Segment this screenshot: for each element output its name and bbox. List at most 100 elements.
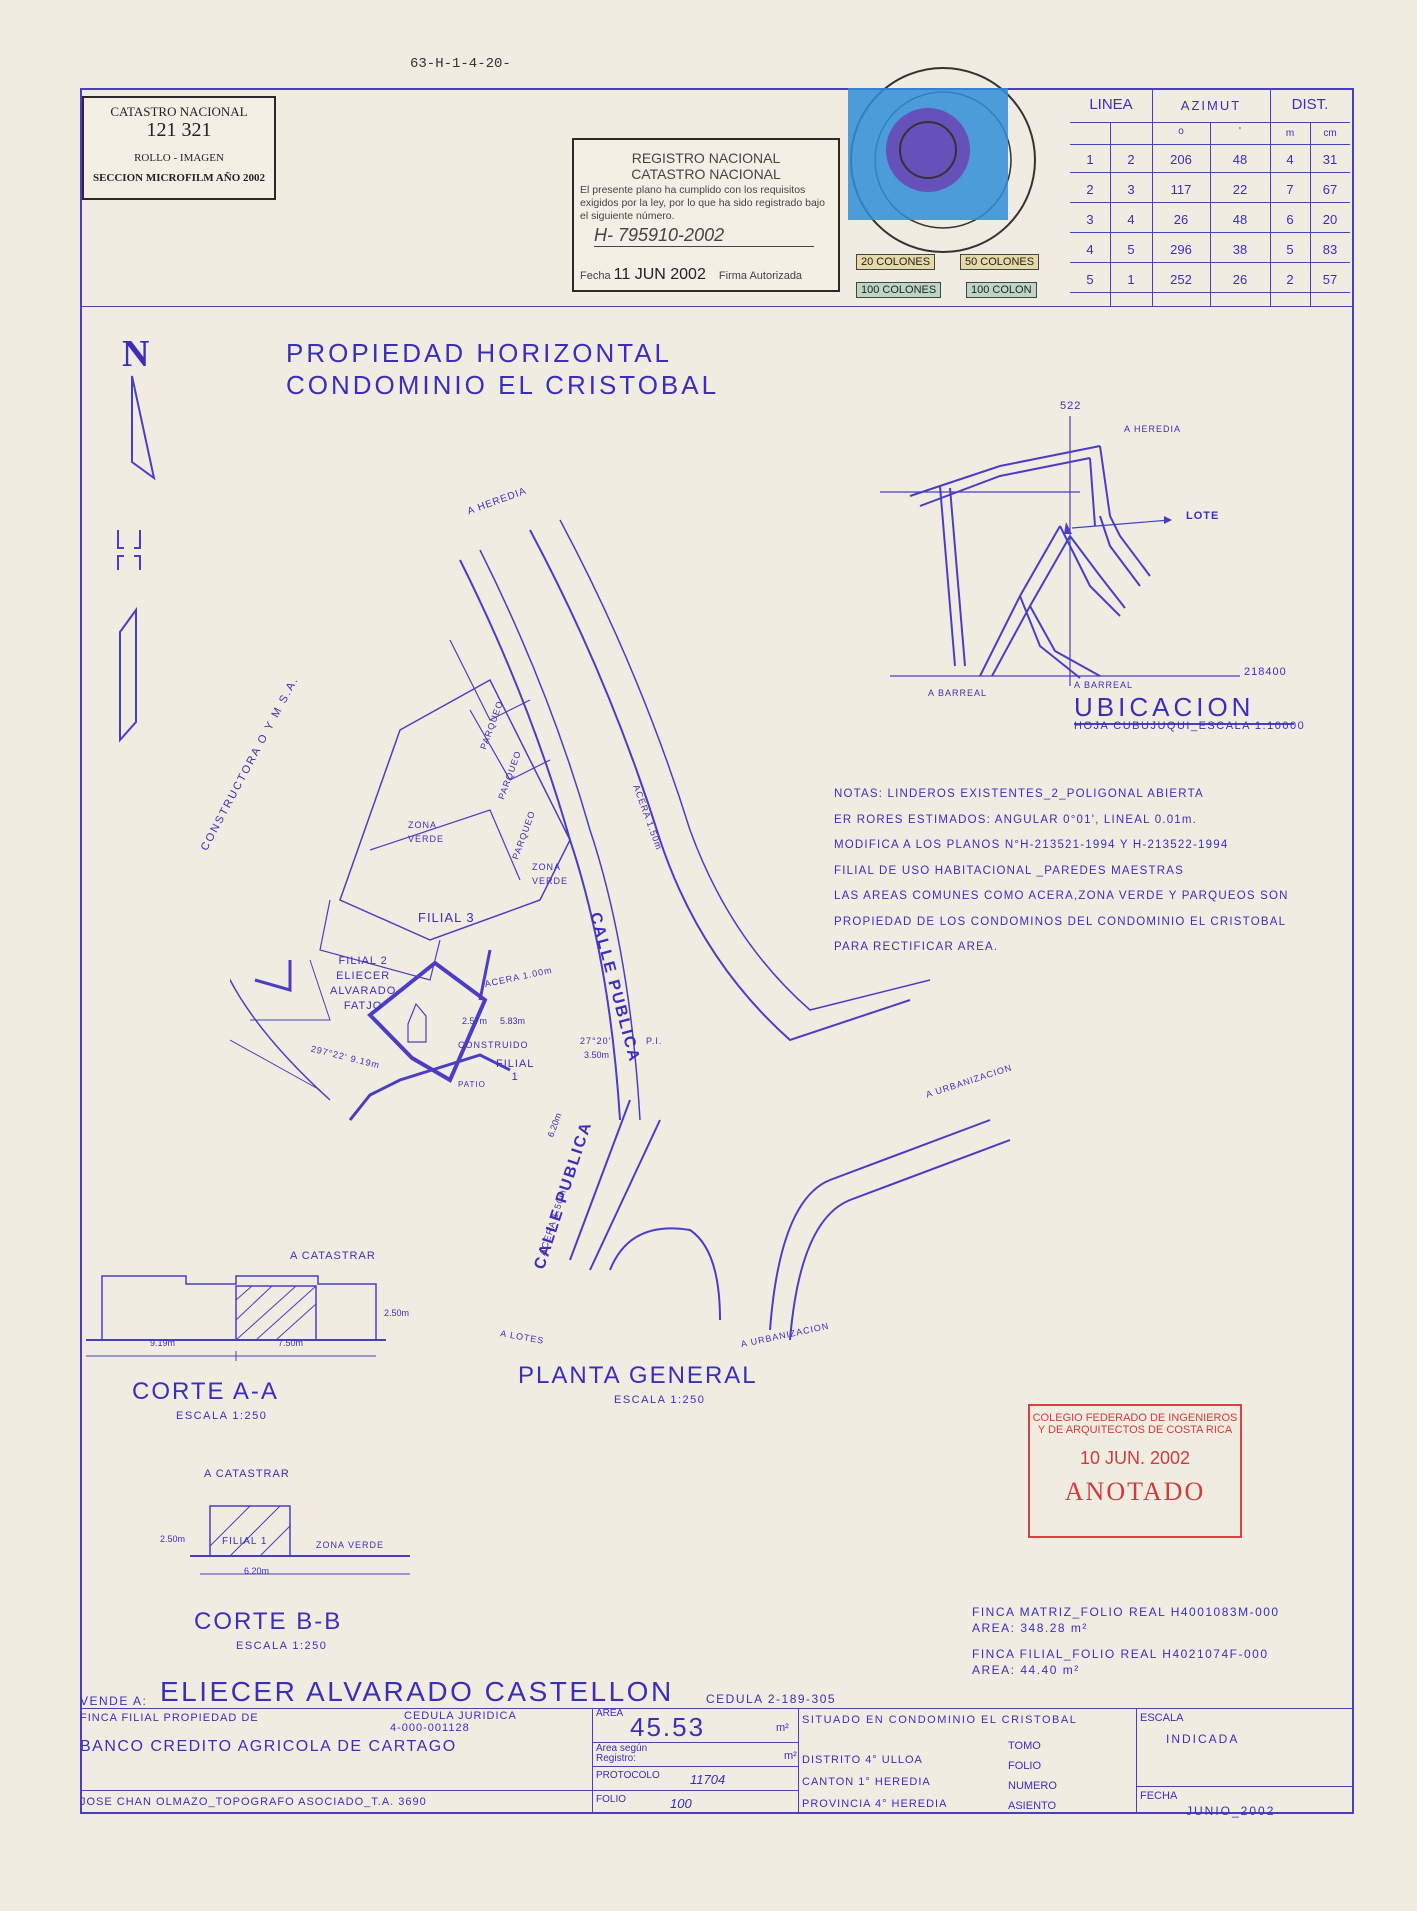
footer-tomo: TOMO [1008,1740,1041,1752]
table-sub-m: m [1285,128,1295,139]
footer-escala-label: ESCALA [1140,1712,1184,1724]
filial2-line: ALVARADO [330,985,397,997]
timbre-2: 50 COLONES [960,254,1040,270]
table-cell: 7 [1286,182,1294,197]
table-header-linea: LINEA [1089,96,1133,113]
corte-aa-w1: 9.19m [150,1338,176,1348]
north-letter: N [122,333,150,375]
plan-zona-verde-2: ZONA VERDE [532,862,569,886]
registro-fecha-label: Fecha [580,270,611,282]
footer-owner: BANCO CREDITO AGRICOLA DE CARTAGO [80,1738,457,1755]
table-cell: 26 [1232,272,1248,287]
filial2-line: ELIECER [336,970,391,982]
nota-line: PARA RECTIFICAR AREA. [834,941,999,953]
colegio-status: ANOTADO [1064,1477,1206,1506]
table-cell: 31 [1322,152,1338,167]
table-cell: 83 [1322,242,1338,257]
title-propiedad: PROPIEDAD HORIZONTAL [286,338,673,368]
site-plan-drawing [230,519,1011,1341]
finca-filial-area: AREA: 44.40 m² [972,1663,1080,1677]
corte-bb-escala: ESCALA 1:250 [236,1640,328,1652]
ubicacion-title: UBICACION [1074,692,1295,725]
corte-aa-w2: 7.50m [278,1338,304,1348]
ubicacion-a-heredia: A HEREDIA [1124,424,1182,434]
catastro-number: 121 321 [146,119,212,141]
nota-line: MODIFICA A LOS PLANOS N°H-213521-1994 Y … [834,839,1229,851]
corte-aa-h: 2.50m [384,1308,410,1318]
catastro-rollo: ROLLO - IMAGEN [134,152,224,164]
registro-body: El presente plano ha cumplido con los re… [580,184,825,222]
plan-zona-verde-1: ZONA VERDE [408,820,445,844]
footer-top-line [80,1708,1352,1709]
footer-area-segun-unit: m² [784,1750,797,1762]
table-cell: 3 [1086,212,1094,227]
table-cell: 57 [1322,272,1338,287]
table-cell: 1 [1086,152,1094,167]
footer-asiento: ASIENTO [1008,1800,1057,1812]
corte-bb-w: 6.20m [244,1566,270,1576]
finca-filial: FINCA FILIAL_FOLIO REAL H4021074F-000 [972,1647,1269,1661]
ubicacion-lote: LOTE [1186,510,1220,522]
table-cell: 2 [1086,182,1094,197]
corte-bb-h: 2.50m [160,1534,186,1544]
planta-general-title: PLANTA GENERAL [518,1362,758,1389]
nota-line: LAS AREAS COMUNES COMO ACERA,ZONA VERDE … [834,890,1289,902]
plan-angle-2: 27°20' [580,1036,612,1046]
plan-d3: 3.50m [584,1050,610,1060]
table-cell: 296 [1170,242,1192,257]
table-sub-cm: cm [1323,128,1337,139]
planta-general-escala: ESCALA 1:250 [614,1394,706,1406]
footer-area-value: 45.53 [630,1712,706,1742]
footer-situado: SITUADO EN CONDOMINIO EL CRISTOBAL [802,1714,1078,1726]
ubicacion-subtitle: HOJA CUBUJUQUI_ESCALA 1:10000 [1074,720,1306,732]
footer-folio-value: 100 [670,1796,692,1811]
registro-stamp: REGISTRO NACIONAL CATASTRO NACIONAL El p… [572,138,840,292]
location-map [880,416,1240,686]
plan-filial-1: FILIAL 1 [496,1058,534,1084]
filial1-line: FILIAL [496,1058,535,1070]
table-cell: 117 [1170,182,1192,197]
registro-firma: Firma Autorizada [718,270,803,282]
catastro-seccion: SECCION MICROFILM AÑO 2002 [92,172,266,184]
ubicacion-a-barreal-2: A BARREAL [1074,680,1134,690]
table-cell: 206 [1170,152,1192,167]
footer-fecha-label: FECHA [1140,1790,1178,1802]
footer-cedula-juridica: 4-000-001128 [390,1722,470,1734]
footer-numero: NUMERO [1008,1780,1057,1792]
corte-aa-title: CORTE A-A [132,1378,279,1405]
table-cell: 2 [1127,152,1135,167]
registro-fecha: 11 JUN 2002 [613,266,706,283]
catastro-box: CATASTRO NACIONAL 121 321 ROLLO - IMAGEN… [82,96,276,200]
plan-patio: PATIO [458,1080,486,1089]
notas: NOTAS: LINDEROS EXISTENTES_2_POLIGONAL A… [834,782,1289,961]
footer-distrito: DISTRITO 4° ULLOA [802,1754,923,1766]
timbre-1: 20 COLONES [856,254,936,270]
timbre-4: 100 COLON [966,282,1037,298]
ubicacion-a-barreal-1: A BARREAL [928,688,988,698]
vende-label: VENDE A: [80,1694,148,1708]
filial1-line: 1 [511,1071,519,1083]
filial2-line: FILIAL 2 [338,955,388,967]
footer-folio-label: FOLIO [596,1794,627,1805]
colegio-line1: COLEGIO FEDERADO DE INGENIEROS [1032,1412,1238,1424]
corte-aa-escala: ESCALA 1:250 [176,1410,268,1422]
table-cell: 3 [1127,182,1135,197]
corte-bb-filial: FILIAL 1 [222,1536,268,1547]
footer-folio2: FOLIO [1008,1760,1042,1772]
north-arrow-icon [117,375,156,743]
title-condominio: CONDOMINIO EL CRISTOBAL [286,370,720,400]
footer-topografo: JOSE CHAN OLMAZO_TOPOGRAFO ASOCIADO_T.A.… [80,1796,427,1808]
table-cell: 6 [1286,212,1294,227]
timbre-3: 100 COLONES [856,282,942,298]
plan-d2: 5.83m [500,1016,526,1026]
ubicacion-coord-y: 218400 [1244,666,1287,678]
registro-number: H- 795910-2002 [594,225,814,247]
footer-area-segun: Area según Registro: [596,1743,648,1764]
corte-bb-catastrar: A CATASTRAR [204,1468,290,1480]
corte-aa-catastrar: A CATASTRAR [290,1250,376,1262]
reference-code: 63-H-1-4-20- [410,56,511,72]
ubicacion-coord-x: 522 [1060,400,1082,412]
footer-area-label: AREA [596,1708,624,1719]
registro-title: REGISTRO NACIONAL [631,150,781,166]
table-cell: 67 [1322,182,1338,197]
